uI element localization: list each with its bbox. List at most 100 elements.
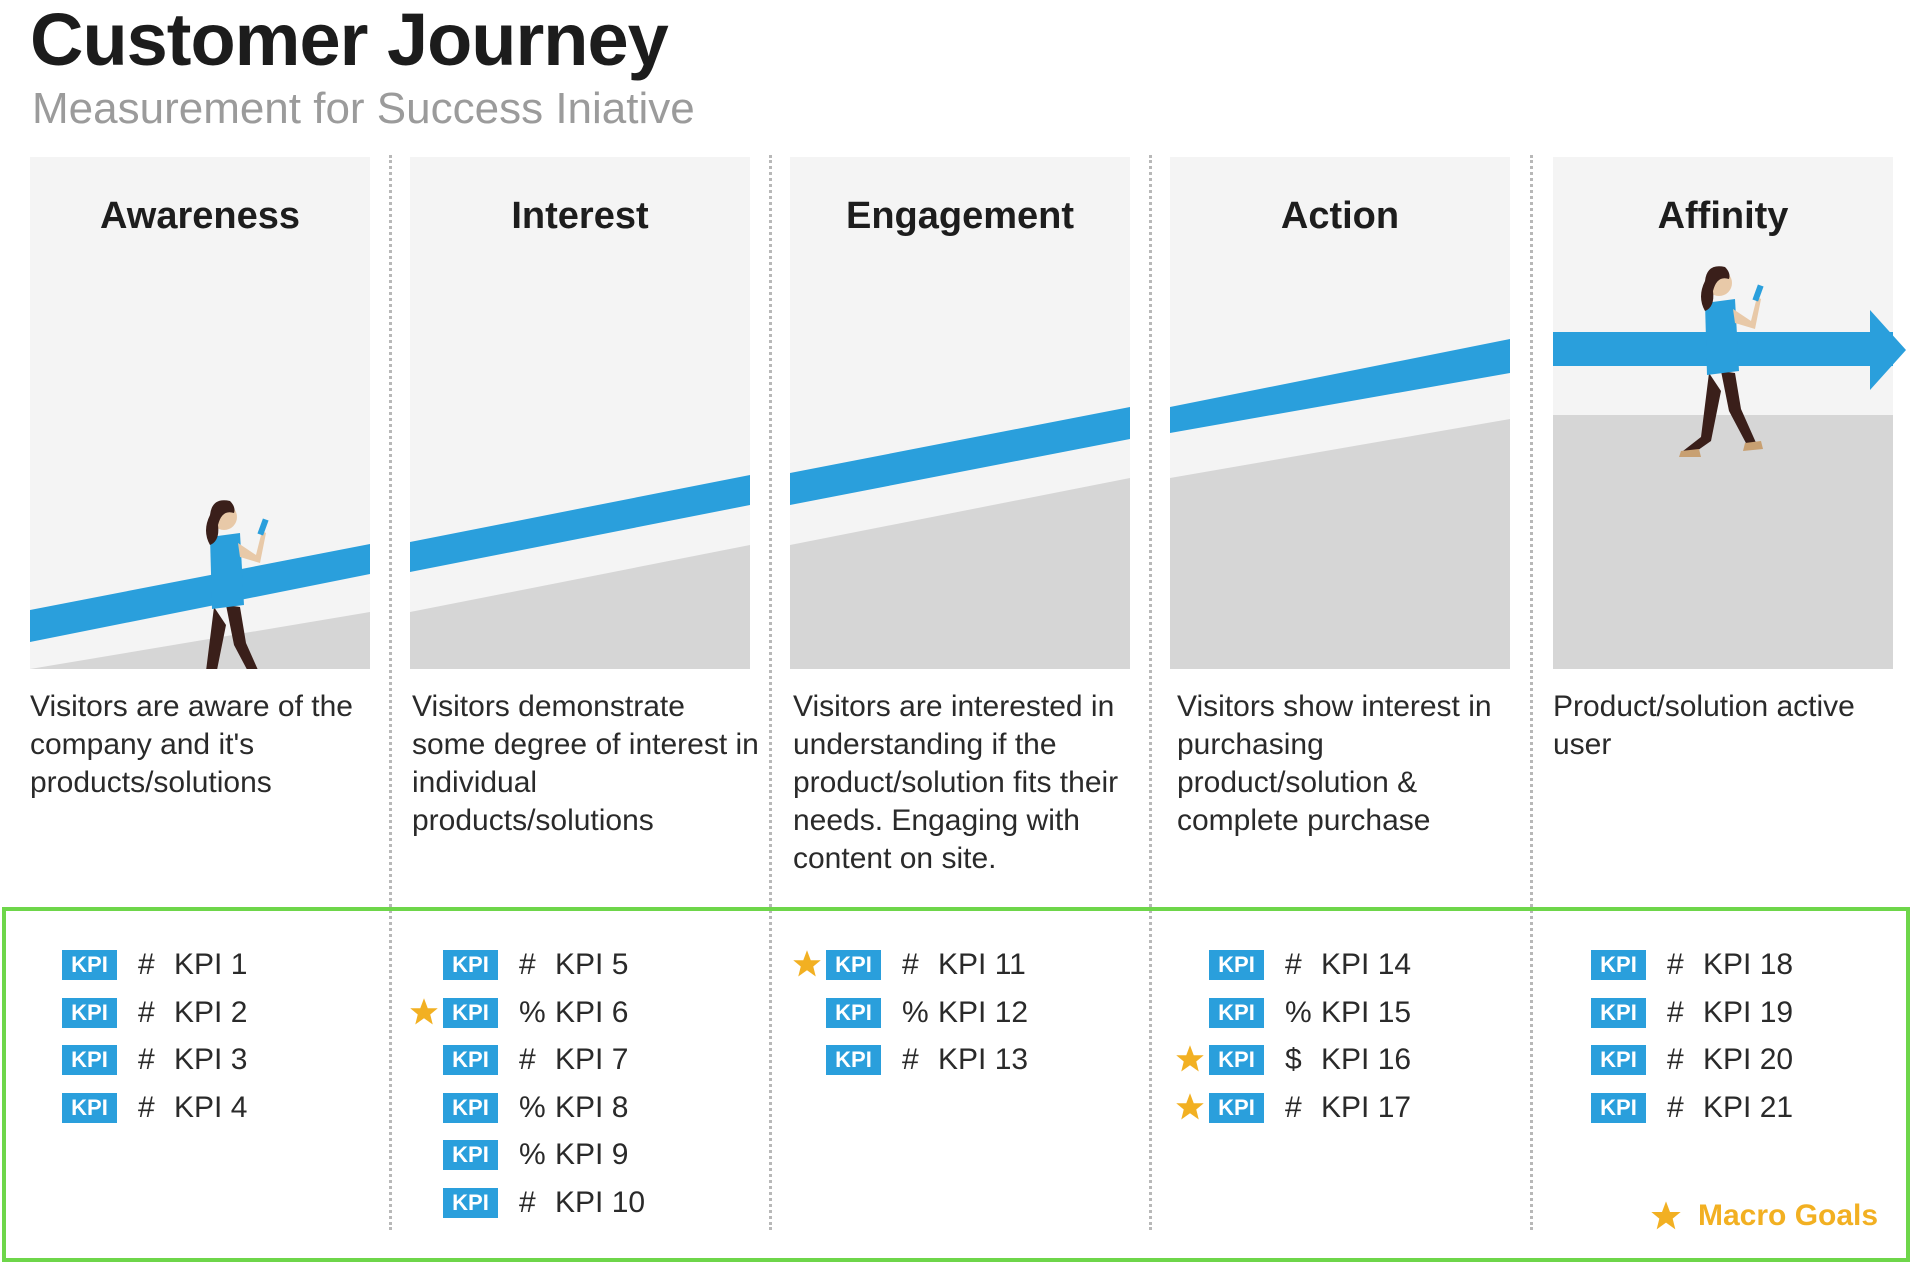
kpi-unit: % xyxy=(519,1138,546,1171)
kpi-name: KPI 16 xyxy=(1321,1043,1412,1076)
kpi-name: KPI 3 xyxy=(174,1043,248,1076)
kpi-badge: KPI xyxy=(1591,1045,1646,1075)
arrow-band xyxy=(30,544,370,642)
kpi-item: KPI # KPI 21 xyxy=(1591,1089,1851,1129)
kpi-name: KPI 6 xyxy=(555,995,629,1029)
stage-panel-engagement: Engagement xyxy=(790,157,1130,669)
kpi-unit: % xyxy=(1285,995,1312,1029)
kpi-name: KPI 8 xyxy=(555,1090,629,1124)
kpi-item: KPI#KPI 20 xyxy=(1591,1041,1851,1081)
awareness-illustration xyxy=(30,500,370,669)
kpi-badge: KPI xyxy=(443,1140,498,1170)
column-divider xyxy=(1530,155,1533,1230)
kpi-badge: KPI xyxy=(443,950,498,980)
walking-person-icon xyxy=(206,500,269,669)
kpi-name: KPI 13 xyxy=(938,1043,1029,1076)
kpi-badge: KPI xyxy=(1209,1045,1264,1075)
kpi-unit: # xyxy=(902,948,919,981)
ramp-shape xyxy=(410,545,750,669)
kpi-unit: # xyxy=(519,1185,536,1219)
kpi-unit: % xyxy=(902,995,929,1029)
stage-title: Engagement xyxy=(845,195,1075,237)
stage-description: Visitors show interest in purchasing pro… xyxy=(1177,690,1492,837)
kpi-item: KPI#KPI 1 xyxy=(62,946,322,986)
kpi-item: KPI% KPI 12 xyxy=(826,994,1086,1034)
stage-title: Awareness xyxy=(100,195,300,237)
kpi-item: KPI # KPI 5 xyxy=(443,946,703,986)
kpi-item: KPI% KPI 8 xyxy=(443,1089,703,1129)
kpi-name: KPI 4 xyxy=(174,1090,248,1124)
kpi-item: KPI#KPI 4 xyxy=(62,1089,322,1129)
kpi-unit: # xyxy=(519,948,536,981)
kpi-unit: # xyxy=(1667,1090,1684,1124)
kpi-name: KPI 11 xyxy=(938,948,1026,981)
ramp-shape xyxy=(1170,419,1510,669)
kpi-item: KPI% KPI 6 xyxy=(410,994,703,1034)
stage-panel-interest: Interest xyxy=(410,157,750,669)
kpi-name: KPI 5 xyxy=(555,948,629,981)
kpi-badge: KPI xyxy=(443,1092,498,1123)
kpi-unit: # xyxy=(138,1043,155,1076)
plateau-shape xyxy=(1553,415,1893,669)
stage-description: Visitors are aware of the company and it… xyxy=(30,690,353,799)
kpi-unit: # xyxy=(519,1043,536,1076)
stage-title: Action xyxy=(1280,195,1400,237)
kpi-name: KPI 10 xyxy=(555,1185,646,1219)
page-title: Customer Journey xyxy=(30,0,669,81)
stage-panel-action: Action xyxy=(1170,157,1510,669)
star-icon xyxy=(1175,1044,1205,1074)
kpi-badge: KPI xyxy=(443,1045,498,1075)
kpi-name: KPI 21 xyxy=(1703,1090,1794,1124)
kpi-box xyxy=(2,907,1910,1262)
arrow-band xyxy=(1170,339,1510,433)
star-icon xyxy=(792,949,822,979)
kpi-badge: KPI xyxy=(443,997,498,1028)
stage-title: Interest xyxy=(511,195,649,237)
kpi-badge: KPI xyxy=(1591,1092,1646,1123)
arrow-head xyxy=(1870,310,1906,390)
ramp-shape xyxy=(30,612,370,669)
kpi-unit: # xyxy=(902,1043,919,1076)
kpi-name: KPI 12 xyxy=(938,995,1029,1029)
kpi-name: KPI 9 xyxy=(555,1138,629,1171)
arrow-band xyxy=(790,407,1130,505)
stage-description: Product/solution active user xyxy=(1553,690,1855,761)
kpi-unit: $ xyxy=(1285,1043,1302,1076)
kpi-name: KPI 18 xyxy=(1703,948,1794,981)
kpi-unit: # xyxy=(1285,948,1302,981)
kpi-item: KPI#KPI 11 xyxy=(793,946,1086,986)
kpi-name: KPI 2 xyxy=(174,995,248,1029)
kpi-badge: KPI xyxy=(62,1045,117,1075)
kpi-item: KPI#KPI 18 xyxy=(1591,946,1851,986)
kpi-name: KPI 17 xyxy=(1321,1090,1412,1124)
stage-description: Visitors demonstrate some degree of inte… xyxy=(412,690,759,837)
kpi-unit: # xyxy=(1667,948,1684,981)
kpi-item: KPI # KPI 10 xyxy=(443,1184,703,1224)
kpi-unit: % xyxy=(519,1090,546,1124)
kpi-name: KPI 1 xyxy=(174,948,248,981)
legend-label: Macro Goals xyxy=(1698,1199,1879,1232)
kpi-item: KPI#KPI 14 xyxy=(1209,946,1469,986)
stage-panel-affinity: Affinity xyxy=(1553,157,1893,669)
kpi-badge: KPI xyxy=(826,1045,881,1075)
kpi-item: KPI% KPI 9 xyxy=(443,1136,703,1176)
kpi-badge: KPI xyxy=(62,997,117,1028)
kpi-badge: KPI xyxy=(62,950,117,980)
kpi-badge: KPI xyxy=(826,997,881,1028)
kpi-name: KPI 19 xyxy=(1703,995,1794,1029)
kpi-badge: KPI xyxy=(1209,997,1264,1028)
star-icon xyxy=(409,997,439,1027)
kpi-unit: % xyxy=(519,995,546,1029)
star-icon xyxy=(1651,1201,1681,1230)
walking-person-icon xyxy=(1679,266,1764,457)
column-divider xyxy=(389,155,392,1230)
ramp-shape xyxy=(790,478,1130,669)
kpi-item: KPI%KPI 15 xyxy=(1209,994,1469,1034)
arrow-band xyxy=(410,475,750,572)
kpi-unit: # xyxy=(138,1090,155,1124)
kpi-unit: # xyxy=(1667,1043,1684,1076)
kpi-name: KPI 14 xyxy=(1321,948,1412,981)
kpi-badge: KPI xyxy=(443,1187,498,1218)
kpi-unit: # xyxy=(138,995,155,1029)
affinity-illustration xyxy=(1553,266,1893,669)
